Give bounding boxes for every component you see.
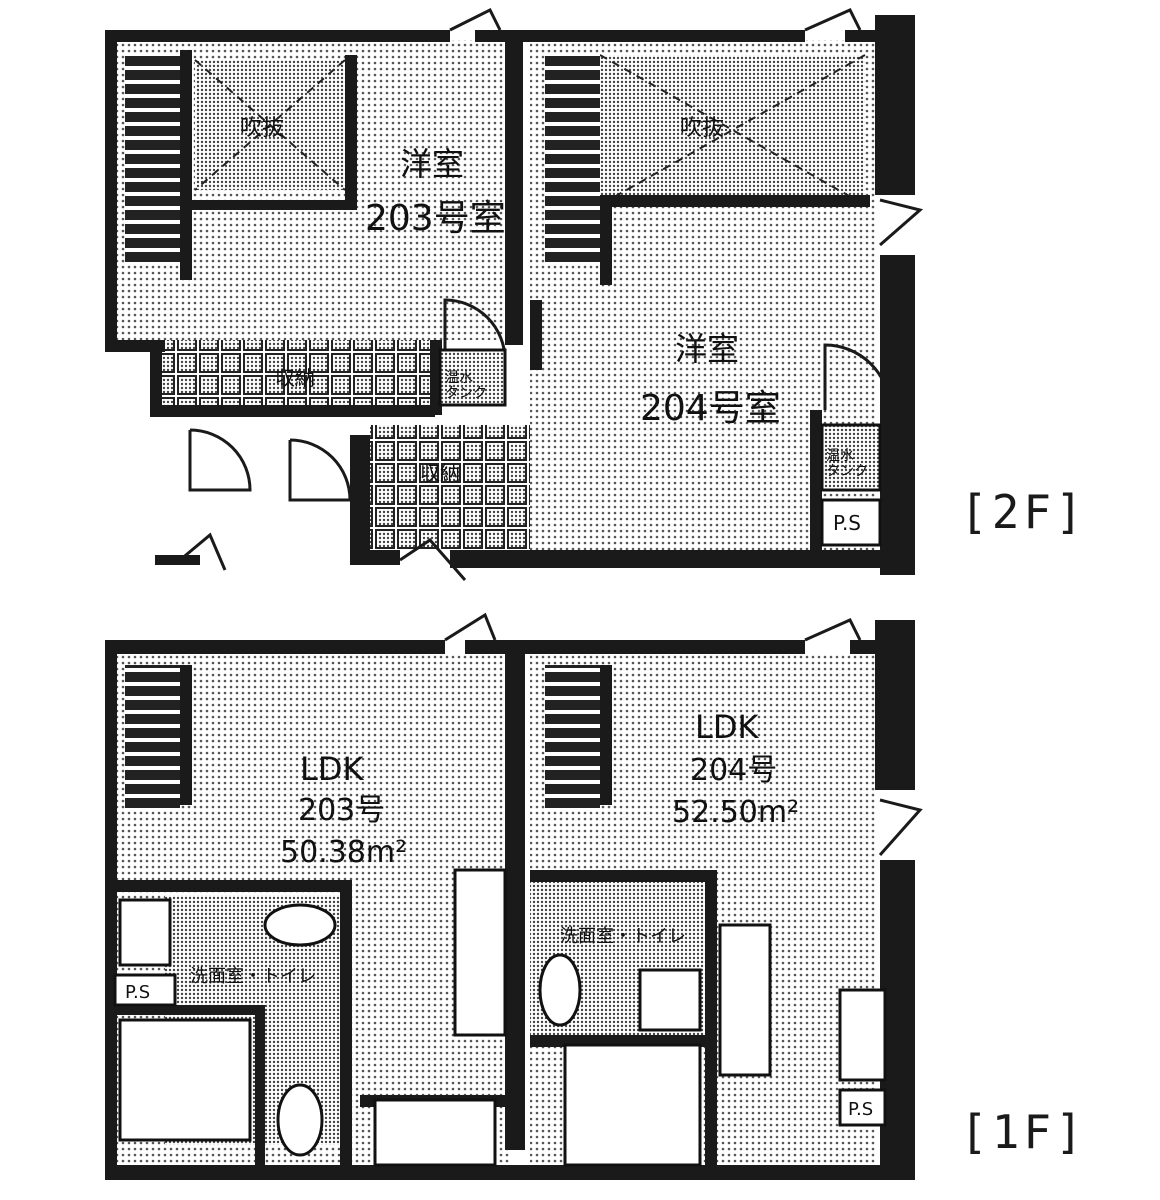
ps-label-1f-left: P.S [125, 982, 150, 1003]
fixtures-1f [113, 868, 887, 1167]
kitchen-counter-204 [718, 923, 772, 1077]
corridor-label: 収納 [275, 366, 315, 390]
doors-1f [444, 612, 923, 856]
void-label-203: 吹抜 [240, 116, 284, 141]
bathtub-203 [118, 1018, 252, 1142]
water-heater-label-203: 温水タンク [445, 370, 487, 401]
stairs-203-lower [125, 665, 180, 810]
storage-floor [370, 425, 530, 550]
ps-label-2f: P.S [833, 511, 861, 535]
ps-box-1f-left [113, 973, 177, 1007]
room-204-type: 洋室 [675, 330, 739, 368]
first-floor: LDK 203号 50.38m² LDK 204号 52.50m² 洗面室・トイ… [105, 612, 923, 1180]
bath-204-label: 洗面室・トイレ [560, 926, 686, 947]
ldk-204-unit: 204号 [690, 753, 777, 788]
stairs-204-upper [545, 55, 600, 265]
water-heater-204 [820, 423, 882, 492]
toilet-204 [538, 953, 582, 1027]
void-label-204: 吹抜 [680, 116, 724, 141]
ps-label-1f-right: P.S [848, 1099, 873, 1120]
room-203-type: 洋室 [400, 145, 464, 183]
bathtub-204 [563, 1043, 702, 1167]
shoe-box-203 [118, 898, 172, 967]
room-204-name: 204号室 [640, 388, 781, 429]
stairs-203-upper [125, 55, 180, 265]
stairs-204-lower [545, 665, 600, 810]
storage-1f [838, 988, 887, 1082]
bath-203-label: 洗面室・トイレ [190, 966, 316, 987]
ps-box-2f [820, 498, 882, 547]
kitchen-counter-203 [453, 868, 507, 1037]
water-heater-203 [438, 348, 507, 407]
entry-step-203 [373, 1098, 497, 1167]
closet-label: 収納 [420, 461, 460, 485]
corridor-floor [160, 340, 435, 410]
ps-box-1f-right [838, 1088, 887, 1127]
ldk-204-title: LDK [695, 708, 759, 746]
ldk-203-title: LDK [300, 750, 364, 788]
room-203-name: 203号室 [365, 198, 506, 239]
shoe-box-204 [638, 968, 702, 1032]
doors-2f [179, 7, 924, 581]
second-floor: 吹抜 吹抜 洋室 203号室 洋室 204号室 収納 収納 温水タンク 温水タン… [105, 7, 924, 581]
ldk-203-unit: 203号 [298, 793, 385, 828]
ldk-204-area: 52.50m² [672, 795, 799, 830]
floor-label-1f: [1F] [960, 1105, 1087, 1159]
water-heater-label-204: 温水タンク [826, 448, 868, 479]
ldk-203-area: 50.38m² [280, 835, 407, 870]
toilet-203 [276, 1083, 324, 1157]
sink-203 [263, 903, 337, 947]
floor-label-2f: [2F] [960, 485, 1087, 539]
